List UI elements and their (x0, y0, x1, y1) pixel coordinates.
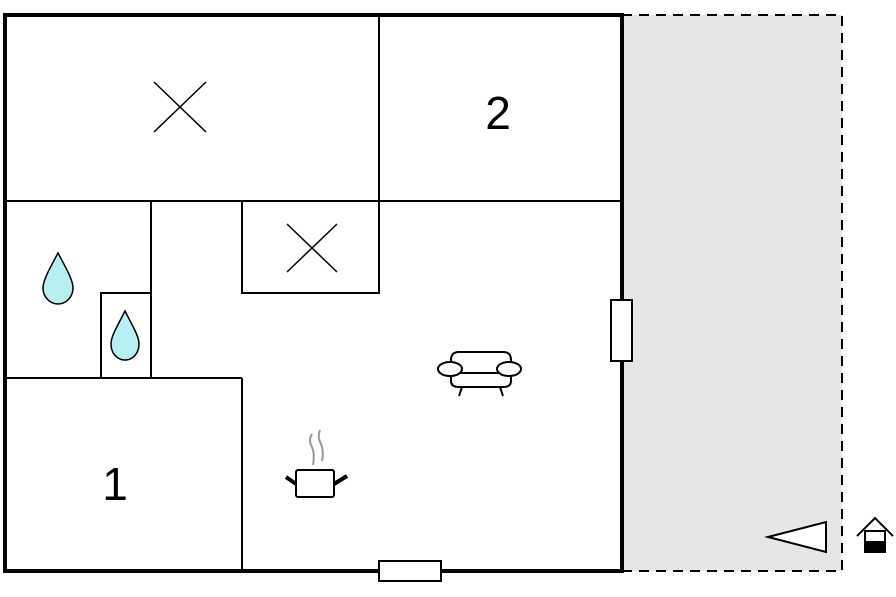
cross-icon (153, 81, 207, 133)
entrance-arrow-icon (764, 520, 827, 554)
window-right (610, 299, 633, 362)
water-drop-icon (42, 251, 74, 305)
interior-walls (5, 15, 622, 571)
house-icon (856, 516, 894, 553)
water-drop-icon (110, 309, 140, 361)
room-label-1: 1 (102, 458, 128, 510)
cross-icon (286, 223, 338, 273)
terrace-area (621, 14, 843, 572)
room-label-2: 2 (485, 87, 511, 139)
sofa-icon (437, 351, 522, 397)
cooking-pot-icon (284, 429, 349, 498)
window-bottom (378, 560, 442, 582)
